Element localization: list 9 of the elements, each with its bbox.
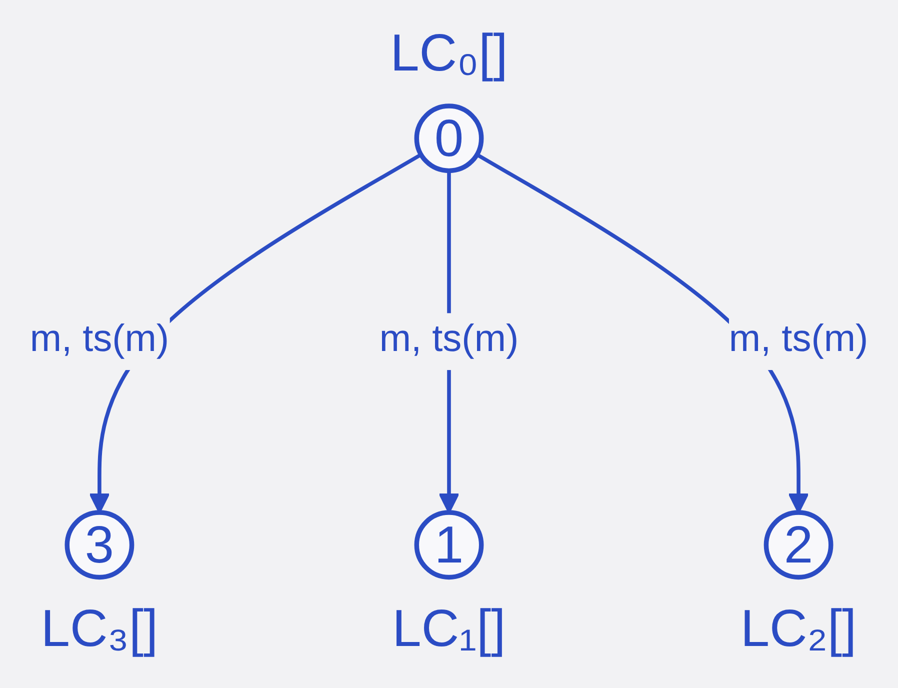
edge-label: m, ts(m): [379, 313, 519, 370]
state-circle: 1: [414, 510, 484, 580]
node-caption: LC₃[]: [40, 600, 158, 658]
state-circle: 2: [764, 510, 834, 580]
node-caption: LC₂[]: [740, 600, 857, 658]
state-circle: 0: [414, 104, 484, 174]
state-circle: 3: [64, 510, 134, 580]
node-caption: LC₁[]: [392, 600, 506, 658]
node-caption: LC₀[]: [390, 24, 508, 83]
